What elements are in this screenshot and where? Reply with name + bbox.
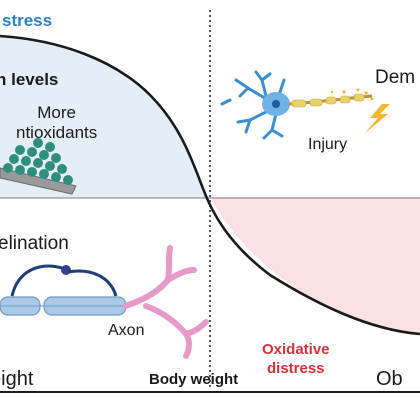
injury-label: Injury <box>308 136 348 153</box>
myelinated-axon-icon <box>0 245 209 359</box>
oxidative-line2: distress <box>266 360 325 377</box>
obesity-axis-label: Ob <box>376 368 403 390</box>
antioxidant-pile-icon <box>0 138 77 195</box>
more-line2: ntioxidants <box>16 123 98 142</box>
demyelination-label: Dem <box>375 67 416 88</box>
oxidative-eustress-label: stress <box>2 11 53 30</box>
levels-label: n levels <box>0 70 59 89</box>
more-line1: More <box>37 103 76 122</box>
more-antioxidants-label: More ntioxidants <box>16 103 97 143</box>
lightning-icon <box>364 104 390 134</box>
oxidative-line1: Oxidative <box>262 341 330 358</box>
myelination-label: elination <box>0 233 69 254</box>
neuron-icon <box>220 70 374 140</box>
pink-region <box>210 198 420 334</box>
weight-axis-label: eight <box>0 368 34 390</box>
body-weight-axis-label: Body weight <box>149 371 239 388</box>
oxidative-distress-label: Oxidative distress <box>262 340 330 378</box>
oxidative-curve <box>0 34 420 336</box>
axon-label: Axon <box>108 322 145 339</box>
